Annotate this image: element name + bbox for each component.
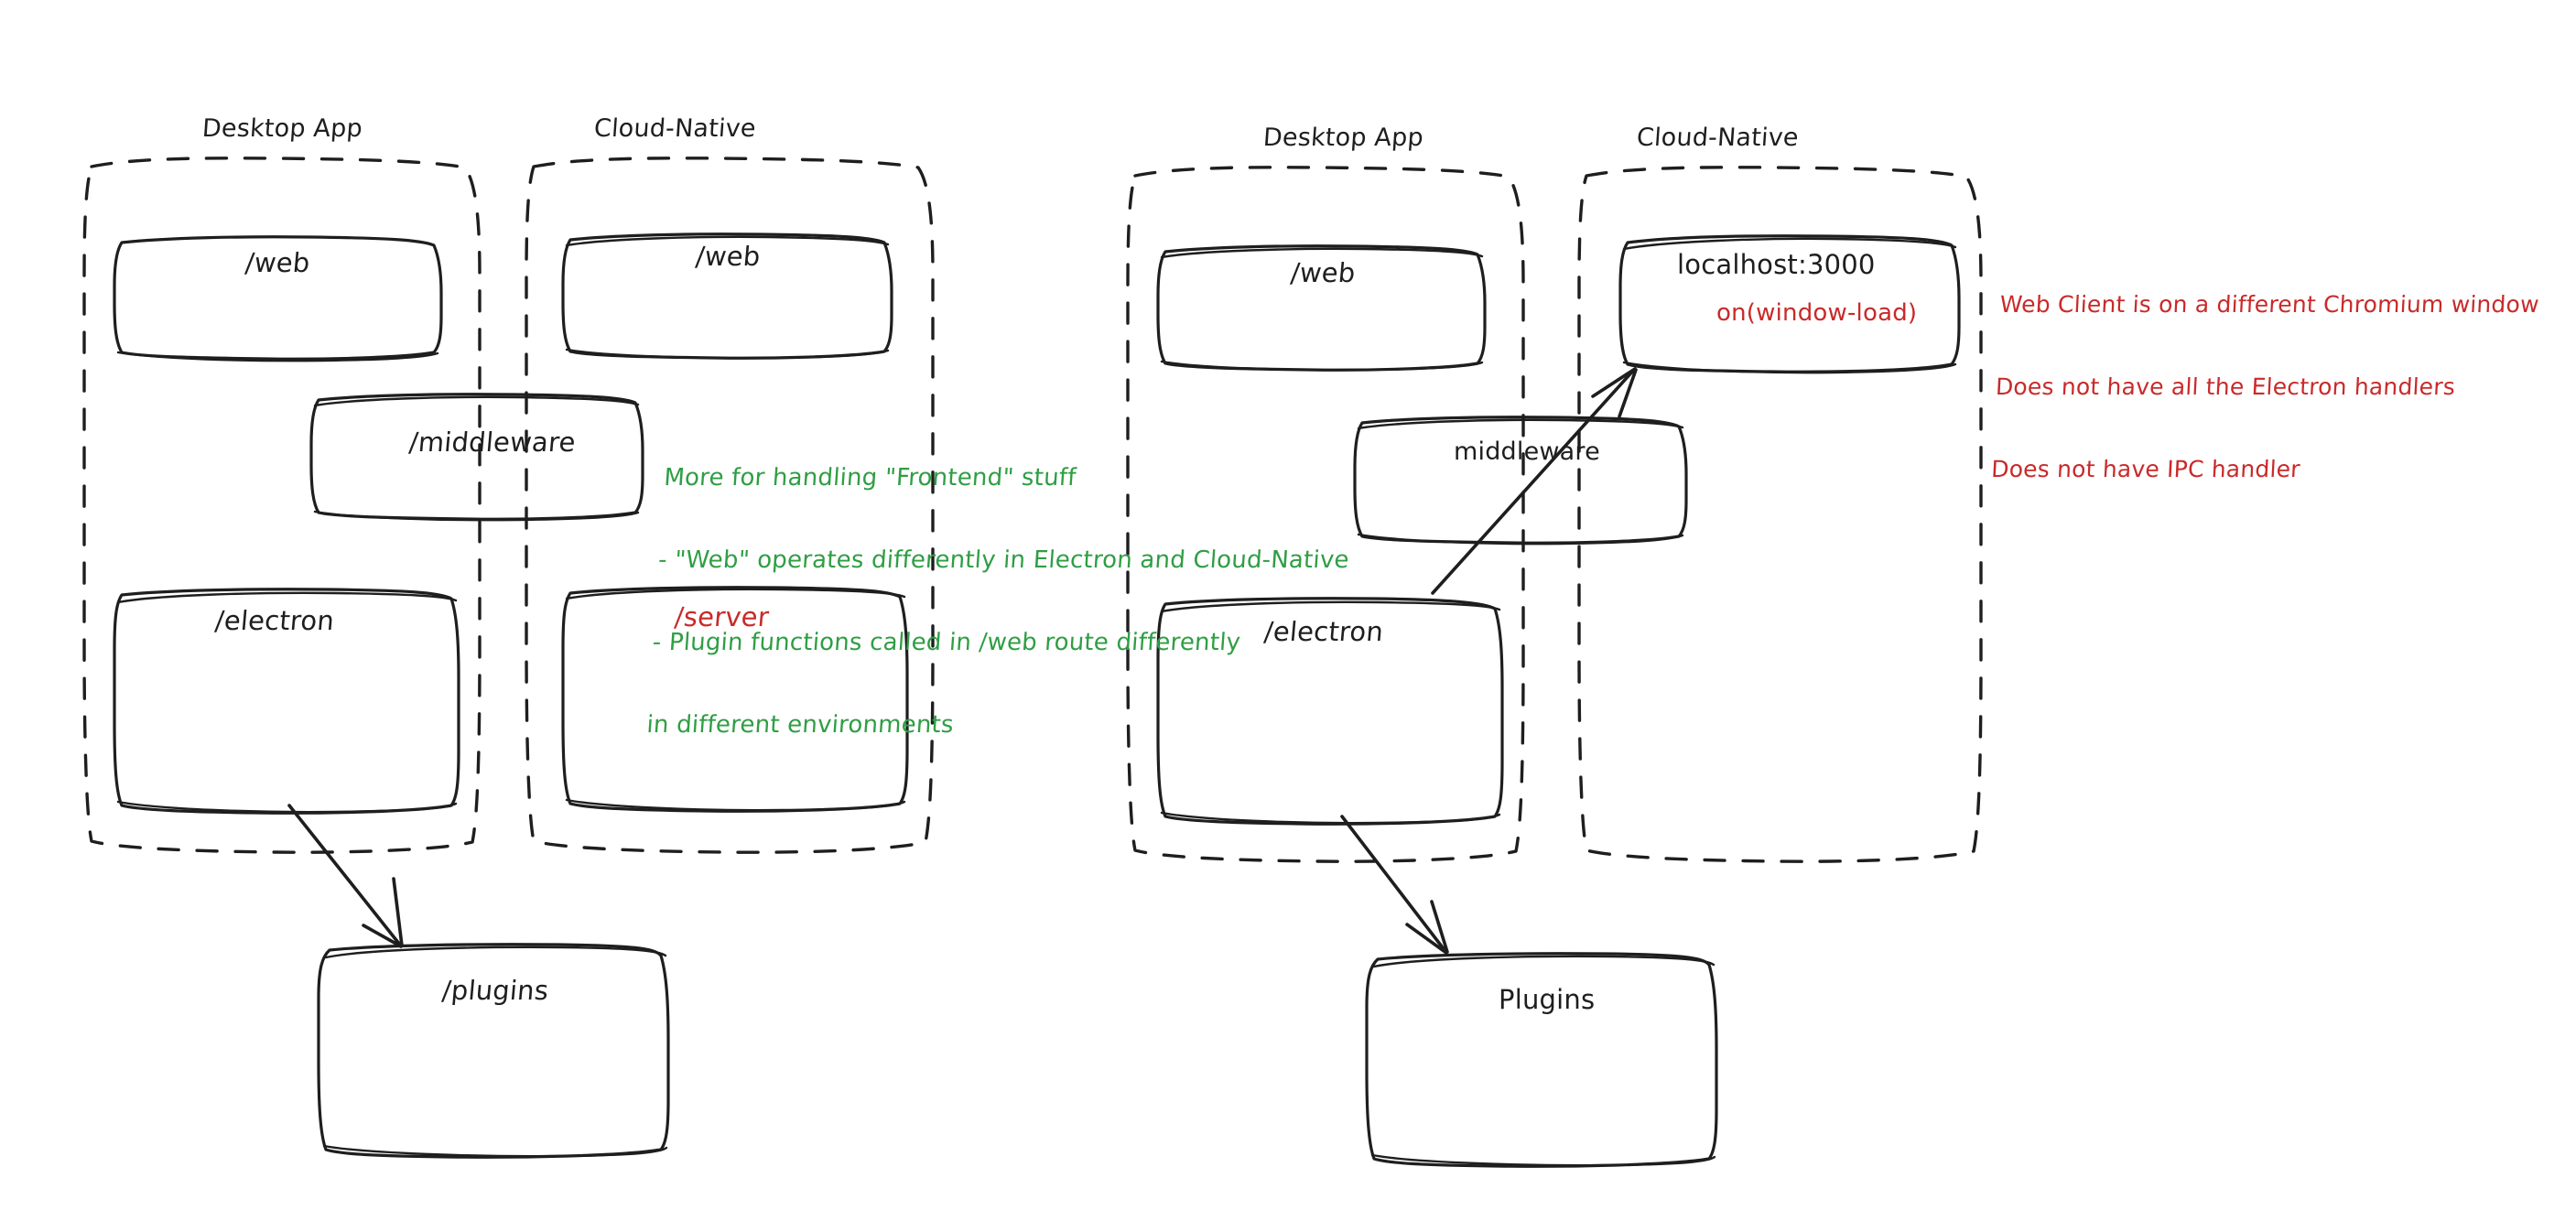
right-cloud-native-container [1577, 166, 1983, 863]
left-plugins-label: /plugins [440, 975, 550, 1006]
left-cloud-native-container [525, 157, 935, 854]
left-desktop-web-shape [113, 235, 443, 362]
right-desktop-app-title: Desktop App [1261, 124, 1424, 152]
right-localhost-shape [1618, 234, 1961, 374]
right-edge-electron-to-plugins [1340, 815, 1449, 955]
middleware-note: More for handling "Frontend" stuff - "We… [642, 409, 1359, 794]
left-middleware-label: /middleware [407, 427, 578, 458]
right-desktop-web-shape [1156, 244, 1487, 372]
right-cloud-native-title: Cloud-Native [1635, 124, 1800, 152]
web-client-note-line-1: Web Client is on a different Chromium wi… [1998, 291, 2540, 318]
right-localhost-label: localhost:3000 [1677, 249, 1876, 280]
right-desktop-app-container [1126, 166, 1525, 863]
left-middleware-shape [309, 393, 644, 522]
left-desktop-app-container [82, 157, 482, 854]
left-server-shape [561, 586, 909, 813]
left-cloud-web-shape [561, 232, 893, 360]
left-desktop-web-label: /web [244, 247, 312, 278]
web-client-note-line-3: Does not have IPC handler [1990, 456, 2301, 482]
middleware-note-line-1: More for handling "Frontend" stuff [663, 464, 1077, 492]
right-desktop-web-label: /web [1289, 257, 1358, 288]
right-middleware-shape [1353, 416, 1688, 546]
web-client-note: Web Client is on a different Chromium wi… [1987, 236, 2542, 538]
right-edge-electron-to-localhost [1431, 367, 1638, 595]
left-cloud-web-label: /web [694, 241, 763, 272]
right-middleware-label: middleware [1454, 438, 1600, 466]
left-electron-shape [113, 588, 460, 815]
middleware-note-line-3: - Plugin functions called in /web route … [651, 629, 1242, 656]
left-edge-electron-to-plugins [287, 804, 404, 948]
left-desktop-app-title: Desktop App [200, 114, 363, 143]
left-cloud-native-title: Cloud-Native [592, 114, 757, 143]
left-electron-label: /electron [213, 605, 336, 636]
right-electron-shape [1156, 597, 1504, 826]
middleware-note-line-4: in different environments [645, 711, 955, 739]
left-plugins-shape [317, 943, 670, 1159]
middleware-note-line-2: - "Web" operates differently in Electron… [657, 546, 1350, 574]
right-plugins-label: Plugins [1499, 984, 1596, 1015]
right-plugins-shape [1365, 952, 1718, 1168]
right-localhost-sublabel: on(window-load) [1716, 299, 1918, 327]
web-client-note-line-2: Does not have all the Electron handlers [1995, 373, 2456, 400]
